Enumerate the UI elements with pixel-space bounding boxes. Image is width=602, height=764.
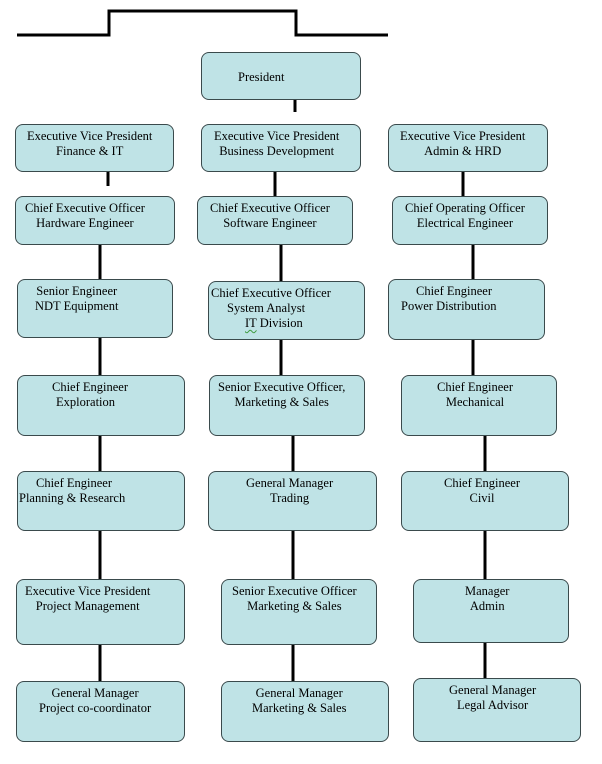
box-manager-admin: Manager Admin [413,579,569,643]
se-ndt-line2: NDT Equipment [35,299,119,313]
box-chief-engineer-planning: Chief Engineer Planning & Research [17,471,185,531]
coo-electrical-line2: Electrical Engineer [416,216,513,230]
evp-finance-line2: Finance & IT [56,144,124,158]
evp-project-line1: Executive Vice President [25,584,151,598]
box-evp-project-management: Executive Vice President Project Managem… [16,579,185,645]
top-bracket-line [17,9,388,37]
seo-marketing2-line1: Senior Executive Officer [232,584,357,598]
box-evp-admin-hrd: Executive Vice President Admin & HRD [388,124,548,172]
ceo-system-line3: IT Division [211,316,331,331]
ce-exploration-line2: Exploration [56,395,116,409]
box-gm-project-coordinator: General Manager Project co-coordinator [16,681,185,742]
ce-civil-line2: Civil [469,491,495,505]
evp-admin-line1: Executive Vice President [400,129,526,143]
box-chief-engineer-power: Chief Engineer Power Distribution [388,279,545,340]
box-gm-trading: General Manager Trading [208,471,377,531]
box-seo-marketing-sales-1: Senior Executive Officer, Marketing & Sa… [209,375,365,436]
gm-legal-line1: General Manager [449,683,537,697]
box-gm-marketing-sales: General Manager Marketing & Sales [221,681,389,742]
ceo-system-it: IT [245,316,257,330]
gm-project-line1: General Manager [51,686,139,700]
seo-marketing2-line2: Marketing & Sales [247,599,342,613]
gm-trading-line2: Trading [269,491,310,505]
ceo-hardware-line1: Chief Executive Officer [25,201,145,215]
gm-legal-line2: Legal Advisor [456,698,529,712]
box-coo-electrical-engineer: Chief Operating Officer Electrical Engin… [392,196,548,245]
gm-marketing-line2: Marketing & Sales [252,701,347,715]
box-senior-engineer-ndt: Senior Engineer NDT Equipment [17,279,173,338]
box-evp-business-development: Executive Vice President Business Develo… [201,124,361,172]
ce-civil-line1: Chief Engineer [444,476,521,490]
box-chief-engineer-civil: Chief Engineer Civil [401,471,569,531]
ceo-hardware-line2: Hardware Engineer [36,216,134,230]
ce-mechanical-line1: Chief Engineer [437,380,514,394]
evp-project-line2: Project Management [35,599,140,613]
se-ndt-line1: Senior Engineer [36,284,118,298]
evp-admin-line2: Admin & HRD [424,144,502,158]
ceo-software-line1: Chief Executive Officer [210,201,330,215]
box-chief-engineer-mechanical: Chief Engineer Mechanical [401,375,557,436]
ce-mechanical-line2: Mechanical [445,395,505,409]
ce-power-line1: Chief Engineer [416,284,493,298]
ceo-system-line1: Chief Executive Officer [211,286,331,300]
box-ceo-system-analyst: Chief Executive Officer System Analyst I… [208,281,365,340]
mgr-admin-line2: Admin [469,599,505,613]
evp-business-line2: Business Development [219,144,335,158]
box-president: President [201,52,361,100]
evp-finance-line1: Executive Vice President [27,129,153,143]
gm-marketing-line1: General Manager [255,686,343,700]
president-title: President [238,70,285,84]
box-ceo-software-engineer: Chief Executive Officer Software Enginee… [197,196,353,245]
box-gm-legal-advisor: General Manager Legal Advisor [413,678,581,742]
seo-marketing1-line2: Marketing & Sales [234,395,329,409]
box-seo-marketing-sales-2: Senior Executive Officer Marketing & Sal… [221,579,377,645]
coo-electrical-line1: Chief Operating Officer [405,201,525,215]
ceo-software-line2: Software Engineer [223,216,317,230]
mgr-admin-line1: Manager [465,584,510,598]
ce-planning-line2: Planning & Research [19,491,126,505]
gm-trading-line1: General Manager [246,476,334,490]
evp-business-line1: Executive Vice President [214,129,340,143]
seo-marketing1-line1: Senior Executive Officer, [218,380,346,394]
ceo-system-line2: System Analyst [227,301,306,315]
ceo-system-division: Division [259,316,303,330]
gm-project-line2: Project co-coordinator [39,701,152,715]
ce-power-line2: Power Distribution [401,299,497,313]
box-chief-engineer-exploration: Chief Engineer Exploration [17,375,185,436]
box-evp-finance-it: Executive Vice President Finance & IT [15,124,174,172]
ce-exploration-line1: Chief Engineer [52,380,129,394]
box-ceo-hardware-engineer: Chief Executive Officer Hardware Enginee… [15,196,175,245]
ce-planning-line1: Chief Engineer [36,476,113,490]
